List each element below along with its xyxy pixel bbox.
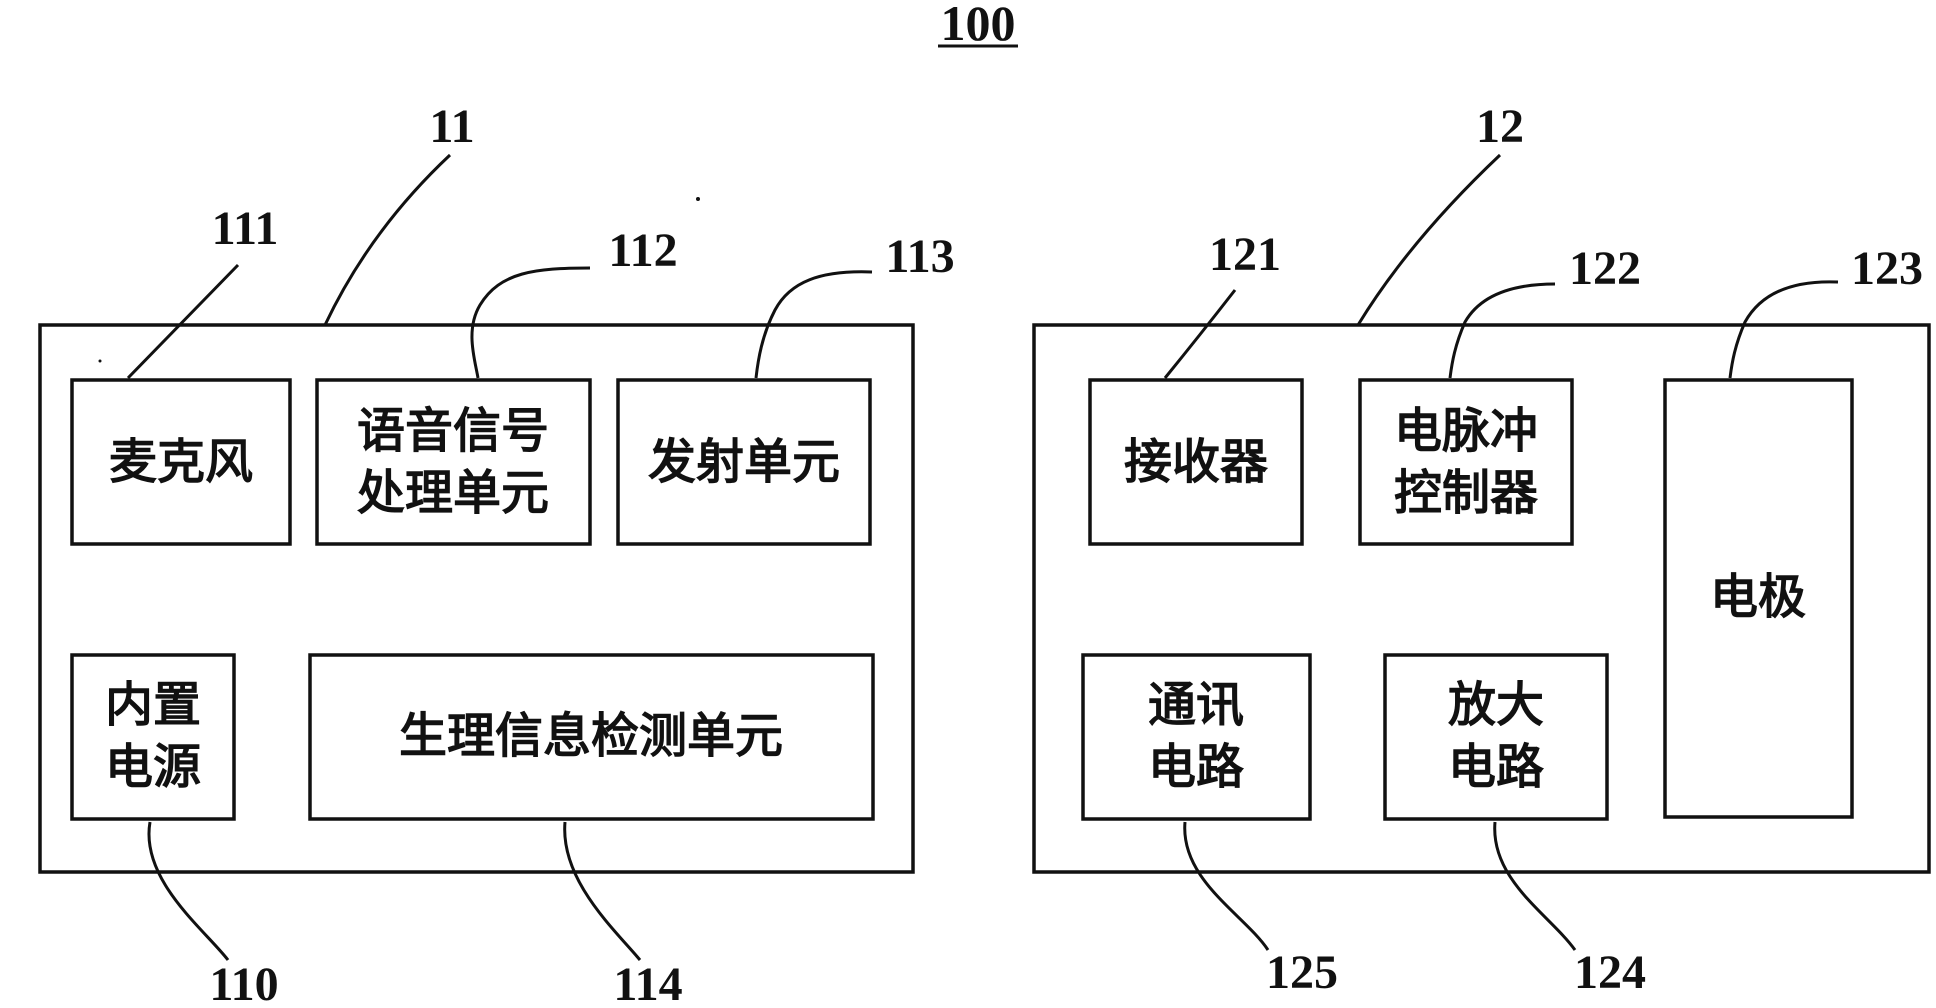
transmitter-box <box>616 378 872 546</box>
amplifier-leader <box>1493 821 1577 951</box>
scan-speck <box>696 197 700 201</box>
receiver-label: 接收器 <box>1124 434 1269 490</box>
microphone-ref: 111 <box>212 202 279 255</box>
comm-circuit-label-line2: 电路 <box>1148 739 1245 795</box>
electrode-leader <box>1728 280 1839 379</box>
amplifier-box <box>1383 653 1609 821</box>
pulse-controller-ref: 122 <box>1569 242 1641 295</box>
figure-title: 100 <box>941 0 1016 51</box>
electrode-label: 电极 <box>1710 569 1806 625</box>
unit-11-leader <box>323 153 452 326</box>
power-label-line2: 电源 <box>105 739 201 795</box>
speech-processor-box <box>315 378 592 546</box>
speech-processor-label-line2: 处理单元 <box>357 465 549 521</box>
unit-12-leader <box>1356 153 1502 326</box>
unit-12-frame <box>1032 323 1931 874</box>
physio-ref: 114 <box>613 958 682 1008</box>
transmitter-ref: 113 <box>885 230 954 283</box>
electrode-box <box>1663 378 1854 819</box>
pulse-controller-box <box>1358 378 1574 546</box>
comm-circuit-leader <box>1183 821 1270 951</box>
power-leader <box>147 821 230 961</box>
power-ref: 110 <box>209 958 278 1008</box>
scan-speck <box>98 359 102 363</box>
receiver-box <box>1088 378 1304 546</box>
amplifier-ref: 124 <box>1574 946 1646 999</box>
transmitter-leader <box>754 270 873 379</box>
amplifier-label-line1: 放大 <box>1448 677 1544 733</box>
microphone-box <box>70 378 292 546</box>
unit-11-label: 11 <box>429 100 474 153</box>
receiver-leader <box>1163 289 1237 379</box>
speech-processor-label-line1: 语音信号 <box>357 403 549 459</box>
unit-12-label: 12 <box>1476 100 1524 153</box>
power-label-line1: 内置 <box>105 677 201 733</box>
microphone-label: 麦克风 <box>109 434 253 490</box>
pulse-controller-leader <box>1448 282 1556 379</box>
amplifier-label-line2: 电路 <box>1448 739 1545 795</box>
speech-processor-ref: 112 <box>608 224 677 277</box>
electrode-ref: 123 <box>1851 242 1923 295</box>
receiver-ref: 121 <box>1209 228 1281 281</box>
physio-leader <box>563 821 642 961</box>
unit-11-frame <box>38 323 915 874</box>
comm-circuit-label-line1: 通讯 <box>1148 677 1244 733</box>
pulse-controller-label-line2: 控制器 <box>1394 465 1539 521</box>
comm-circuit-ref: 125 <box>1266 946 1338 999</box>
comm-circuit-box <box>1081 653 1312 821</box>
microphone-leader <box>126 263 240 380</box>
power-box <box>70 653 236 821</box>
physio-label: 生理信息检测单元 <box>399 708 783 764</box>
speech-processor-leader <box>470 266 591 379</box>
physio-box <box>308 653 875 821</box>
pulse-controller-label-line1: 电脉冲 <box>1394 403 1538 459</box>
transmitter-label: 发射单元 <box>648 434 840 490</box>
